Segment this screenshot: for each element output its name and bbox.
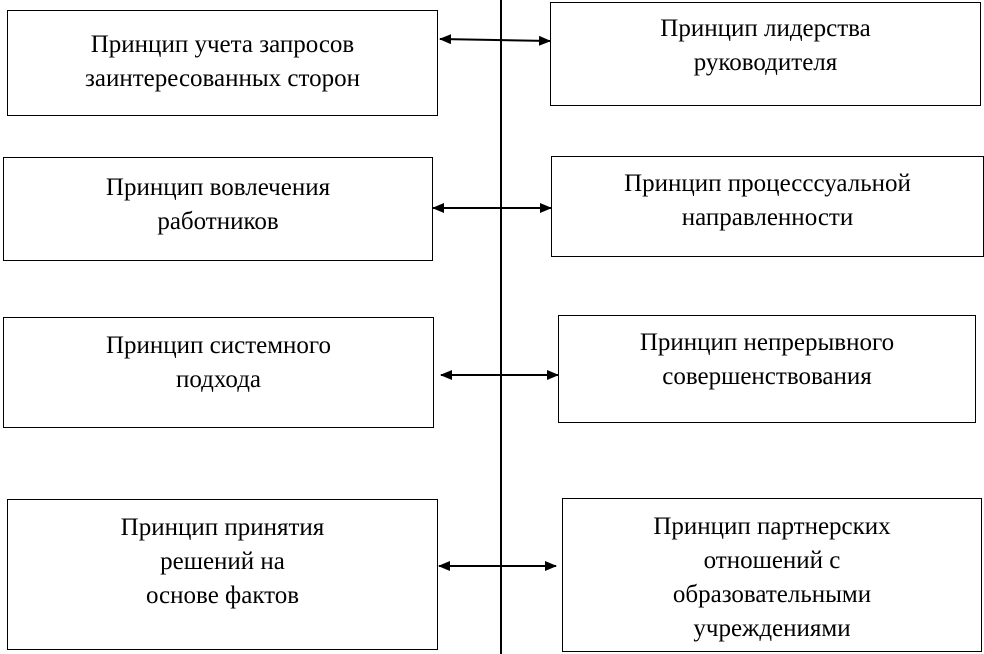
principle-box-process-orientation: Принцип процесcсуальной направленности <box>551 156 984 257</box>
principle-label-stakeholder-requests: Принцип учета запросов заинтересованных … <box>84 31 360 92</box>
principle-box-system-approach: Принцип системного подхода <box>3 317 434 428</box>
principle-label-employee-engagement: Принцип вовлечения работников <box>105 174 331 235</box>
principle-label-process-orientation: Принцип процесcсуальной направленности <box>624 170 911 231</box>
principle-label-partnership: Принцип партнерских отношений с образова… <box>653 513 891 642</box>
principle-box-fact-based-decisions: Принцип принятия решений на основе факто… <box>7 499 438 650</box>
principle-box-partnership: Принцип партнерских отношений с образова… <box>562 498 982 652</box>
principle-box-continuous-improvement: Принцип непрерывного совершенствования <box>558 315 976 423</box>
principle-box-stakeholder-requests: Принцип учета запросов заинтересованных … <box>7 10 438 116</box>
double-arrow-row-1 <box>439 34 551 46</box>
principle-label-continuous-improvement: Принцип непрерывного совершенствования <box>639 329 895 390</box>
principle-label-fact-based-decisions: Принцип принятия решений на основе факто… <box>120 514 325 609</box>
principle-label-leadership: Принцип лидерства руководителя <box>660 15 871 76</box>
principle-label-system-approach: Принцип системного подхода <box>105 332 332 393</box>
principle-box-leadership: Принцип лидерства руководителя <box>550 2 981 106</box>
